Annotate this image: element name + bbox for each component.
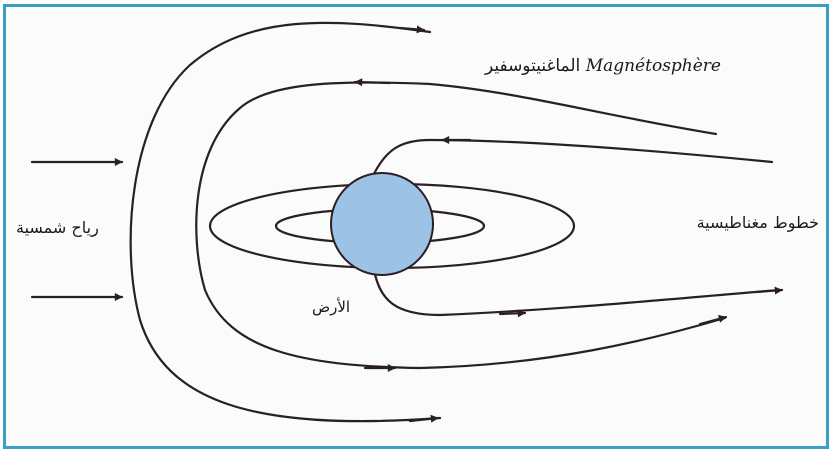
field-line-inner-lower	[372, 268, 782, 317]
field-line-inner-lower-arrow-end	[754, 286, 784, 295]
magnetosphere-label: الماغنيتوسفير Magnétosphère	[485, 56, 721, 76]
field-line-middle-arrow-end	[698, 315, 728, 326]
field-line-middle-arrow-in	[353, 78, 392, 87]
field-line-outer-arrow-in	[398, 25, 426, 34]
magnetosphere-label-french: Magnétosphère	[585, 56, 721, 76]
field-line-inner	[370, 138, 774, 180]
field-line-outer	[129, 21, 442, 423]
earth-label: الأرض	[312, 298, 351, 316]
field-line-middle	[195, 81, 727, 370]
solar-wind-label: رياح شمسية	[16, 218, 99, 237]
field-lines-label: خطوط مغناطيسية	[696, 213, 819, 232]
field-line-outer-arrow-out	[408, 414, 440, 423]
magnetosphere-label-arabic: الماغنيتوسفير	[484, 56, 581, 76]
earth-globe	[330, 172, 434, 276]
field-line-inner-lower-arrow-mid	[498, 309, 527, 318]
